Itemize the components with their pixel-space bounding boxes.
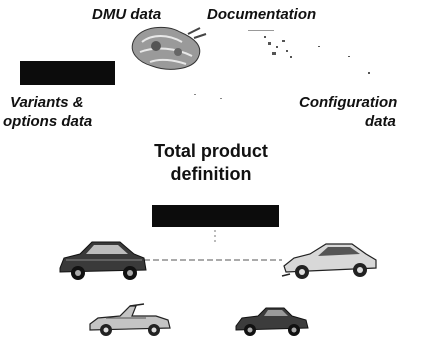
variants-label-line1: Variants & <box>10 94 84 111</box>
configuration-label-line2: data <box>365 113 396 130</box>
center-title-line2: definition <box>170 164 252 184</box>
center-bar <box>152 205 279 227</box>
car-sedan-icon <box>59 241 147 280</box>
center-title-line1: Total product <box>154 141 268 161</box>
car-roadster-icon <box>235 307 309 336</box>
documentation-label: Documentation <box>207 6 317 23</box>
documentation-icon <box>248 30 370 74</box>
dmu-data-label: DMU data <box>92 6 162 23</box>
speckle-marks <box>194 94 222 99</box>
car-coupe-icon <box>281 243 377 279</box>
variants-bar <box>20 61 115 85</box>
connector-lines <box>144 230 282 261</box>
car-convertible-icon <box>89 303 171 336</box>
dmu-model-icon <box>131 26 207 70</box>
variants-label-line2: options data <box>3 113 93 130</box>
configuration-label-line1: Configuration <box>299 94 398 111</box>
